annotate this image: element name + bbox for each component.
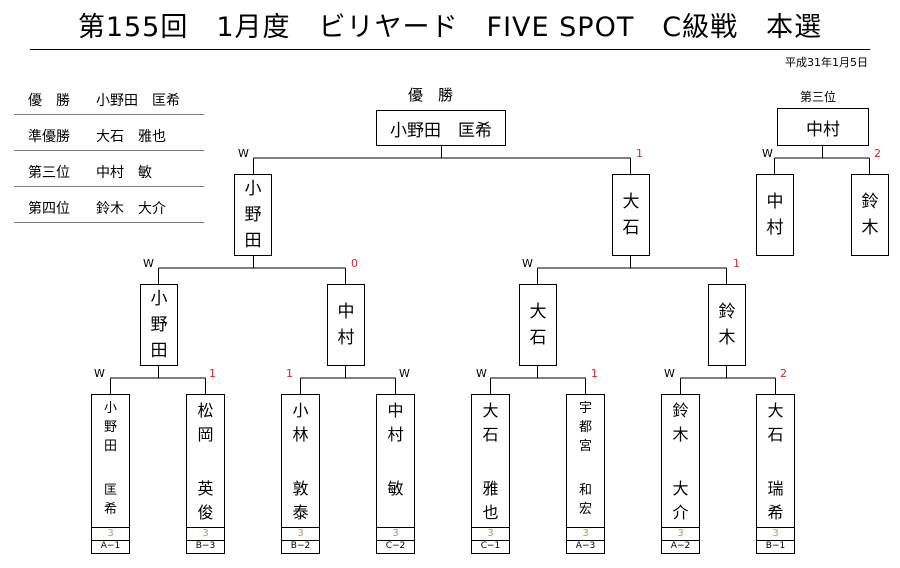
final-right-box: 大石: [612, 174, 650, 256]
round1-match3-w-mark: W: [476, 367, 487, 380]
event-date: 平成31年1月5日: [785, 56, 868, 69]
player-given-name: 敦泰: [292, 479, 309, 522]
player-code: B−3: [186, 540, 225, 554]
round1-match1-w-mark: W: [94, 367, 105, 380]
player-family-name: 中村: [387, 401, 404, 444]
player-family-name: 大石: [482, 401, 499, 444]
vertical-name: 鈴木: [861, 192, 879, 238]
result-name: 中村 敏: [96, 165, 152, 181]
player-family-name: 小林: [292, 401, 309, 444]
champion-label: 優 勝: [408, 86, 454, 104]
result-name: 小野田 匡希: [96, 93, 180, 109]
third-place-winner-box: 中村: [777, 108, 869, 146]
player-given-name: 和宏: [578, 483, 592, 517]
player-handicap: 3: [91, 528, 130, 541]
third-place-w-mark: W: [762, 147, 773, 160]
semi-2-w-mark: W: [522, 257, 533, 270]
round1-match2-w-mark: W: [399, 367, 410, 380]
vertical-name: 大石: [529, 302, 547, 348]
page-title: 第155回 1月度 ビリヤード FIVE SPOT C級戦 本選: [77, 12, 823, 43]
player-handicap: 3: [566, 528, 605, 541]
player-given-name: 英俊: [197, 479, 214, 522]
third-place-left-box: 中村: [756, 174, 794, 256]
semi-2-score: 1: [733, 257, 740, 270]
semi-2-right-box: 鈴木: [708, 284, 746, 366]
result-rank: 優 勝: [28, 93, 70, 109]
player-family-name: 鈴木: [672, 401, 689, 444]
player-code: C−2: [376, 540, 415, 554]
player-box-1: 小野田 匡希: [91, 394, 130, 528]
semi-1-left-box: 小野田: [140, 284, 178, 366]
player-given-name: 瑞希: [767, 479, 784, 522]
result-rank: 第三位: [28, 165, 70, 181]
player-given-name: 雅也: [482, 479, 499, 522]
player-box-5: 大石 雅也: [471, 394, 510, 528]
player-handicap: 3: [186, 528, 225, 541]
semi-1-w-mark: W: [143, 257, 154, 270]
vertical-name: 中村: [766, 192, 784, 238]
round1-match4-score: 2: [780, 367, 787, 380]
vertical-name: 大石: [622, 192, 640, 238]
third-place-score: 2: [874, 147, 881, 160]
semi-1-right-box: 中村: [327, 284, 365, 366]
round1-match2-score: 1: [286, 367, 293, 380]
player-box-2: 松岡 英俊: [186, 394, 225, 528]
round1-match3-score: 1: [591, 367, 598, 380]
player-box-6: 宇都宮 和宏: [566, 394, 605, 528]
player-code: B−1: [756, 540, 795, 554]
final-left-box: 小野田: [234, 174, 272, 256]
player-family-name: 宇都宮: [578, 401, 592, 454]
final-w-mark: W: [238, 147, 249, 160]
champion-box: 小野田 匡希: [376, 110, 506, 146]
player-code: B−2: [281, 540, 320, 554]
third-place-label: 第三位: [800, 90, 837, 104]
result-row-2: 準優勝 大石 雅也: [14, 122, 204, 151]
player-given-name: 大介: [672, 479, 689, 522]
semi-2-left-box: 大石: [519, 284, 557, 366]
player-family-name: 松岡: [197, 401, 214, 444]
player-handicap: 3: [281, 528, 320, 541]
semi-1-score: 0: [351, 257, 358, 270]
vertical-name: 鈴木: [718, 302, 736, 348]
player-box-7: 鈴木 大介: [661, 394, 700, 528]
result-name: 鈴木 大介: [96, 201, 166, 217]
round1-match4-w-mark: W: [664, 367, 675, 380]
result-rank: 準優勝: [28, 129, 70, 145]
player-handicap: 3: [661, 528, 700, 541]
player-code: A−3: [566, 540, 605, 554]
player-handicap: 3: [471, 528, 510, 541]
vertical-name: 小野田: [244, 179, 262, 251]
result-row-1: 優 勝 小野田 匡希: [14, 86, 204, 115]
player-family-name: 小野田: [103, 401, 117, 454]
player-box-3: 小林 敦泰: [281, 394, 320, 528]
player-given-name: 敏: [387, 479, 404, 498]
result-row-4: 第四位 鈴木 大介: [14, 194, 204, 223]
player-box-4: 中村 敏: [376, 394, 415, 528]
third-place-right-box: 鈴木: [851, 174, 889, 256]
vertical-name: 小野田: [150, 289, 168, 361]
player-handicap: 3: [756, 528, 795, 541]
result-row-3: 第三位 中村 敏: [14, 158, 204, 187]
result-rank: 第四位: [28, 201, 70, 217]
vertical-name: 中村: [337, 302, 355, 348]
player-code: A−2: [661, 540, 700, 554]
player-code: C−1: [471, 540, 510, 554]
player-handicap: 3: [376, 528, 415, 541]
player-given-name: 匡希: [103, 483, 117, 517]
player-box-8: 大石 瑞希: [756, 394, 795, 528]
result-name: 大石 雅也: [96, 129, 166, 145]
title-underline: [30, 49, 870, 50]
player-code: A−1: [91, 540, 130, 554]
round1-match1-score: 1: [209, 367, 216, 380]
final-score: 1: [636, 147, 643, 160]
player-family-name: 大石: [767, 401, 784, 444]
